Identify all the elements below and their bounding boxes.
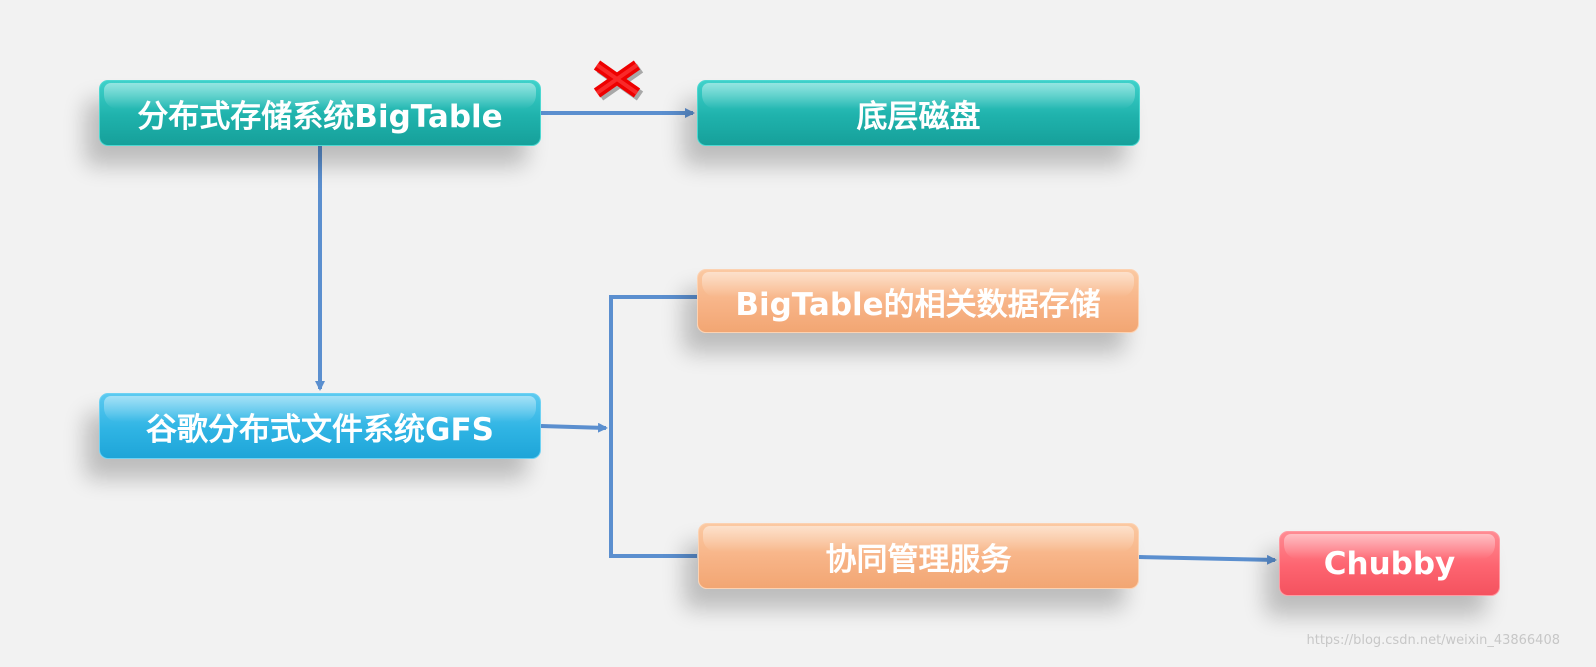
node-storage: BigTable的相关数据存储 bbox=[697, 269, 1139, 333]
node-storage-label: BigTable的相关数据存储 bbox=[735, 286, 1101, 323]
arrow-gfs-to-bracket bbox=[540, 422, 608, 433]
node-bigtable-label: 分布式存储系统BigTable bbox=[137, 98, 503, 135]
arrow-coordination-to-chubby bbox=[1138, 554, 1277, 565]
node-coordination-label: 协同管理服务 bbox=[825, 541, 1012, 578]
bracket-connector bbox=[609, 295, 697, 558]
node-disk-label: 底层磁盘 bbox=[856, 98, 981, 135]
node-gfs-label: 谷歌分布式文件系统GFS bbox=[146, 411, 494, 448]
node-gfs: 谷歌分布式文件系统GFS bbox=[99, 393, 541, 459]
node-chubby-label: Chubby bbox=[1323, 545, 1456, 582]
node-coordination: 协同管理服务 bbox=[698, 523, 1139, 589]
node-chubby: Chubby bbox=[1279, 531, 1500, 596]
red-x-icon bbox=[593, 60, 644, 101]
node-bigtable: 分布式存储系统BigTable bbox=[99, 80, 541, 146]
watermark: https://blog.csdn.net/weixin_43866408 bbox=[1306, 633, 1560, 648]
node-disk: 底层磁盘 bbox=[697, 80, 1140, 146]
